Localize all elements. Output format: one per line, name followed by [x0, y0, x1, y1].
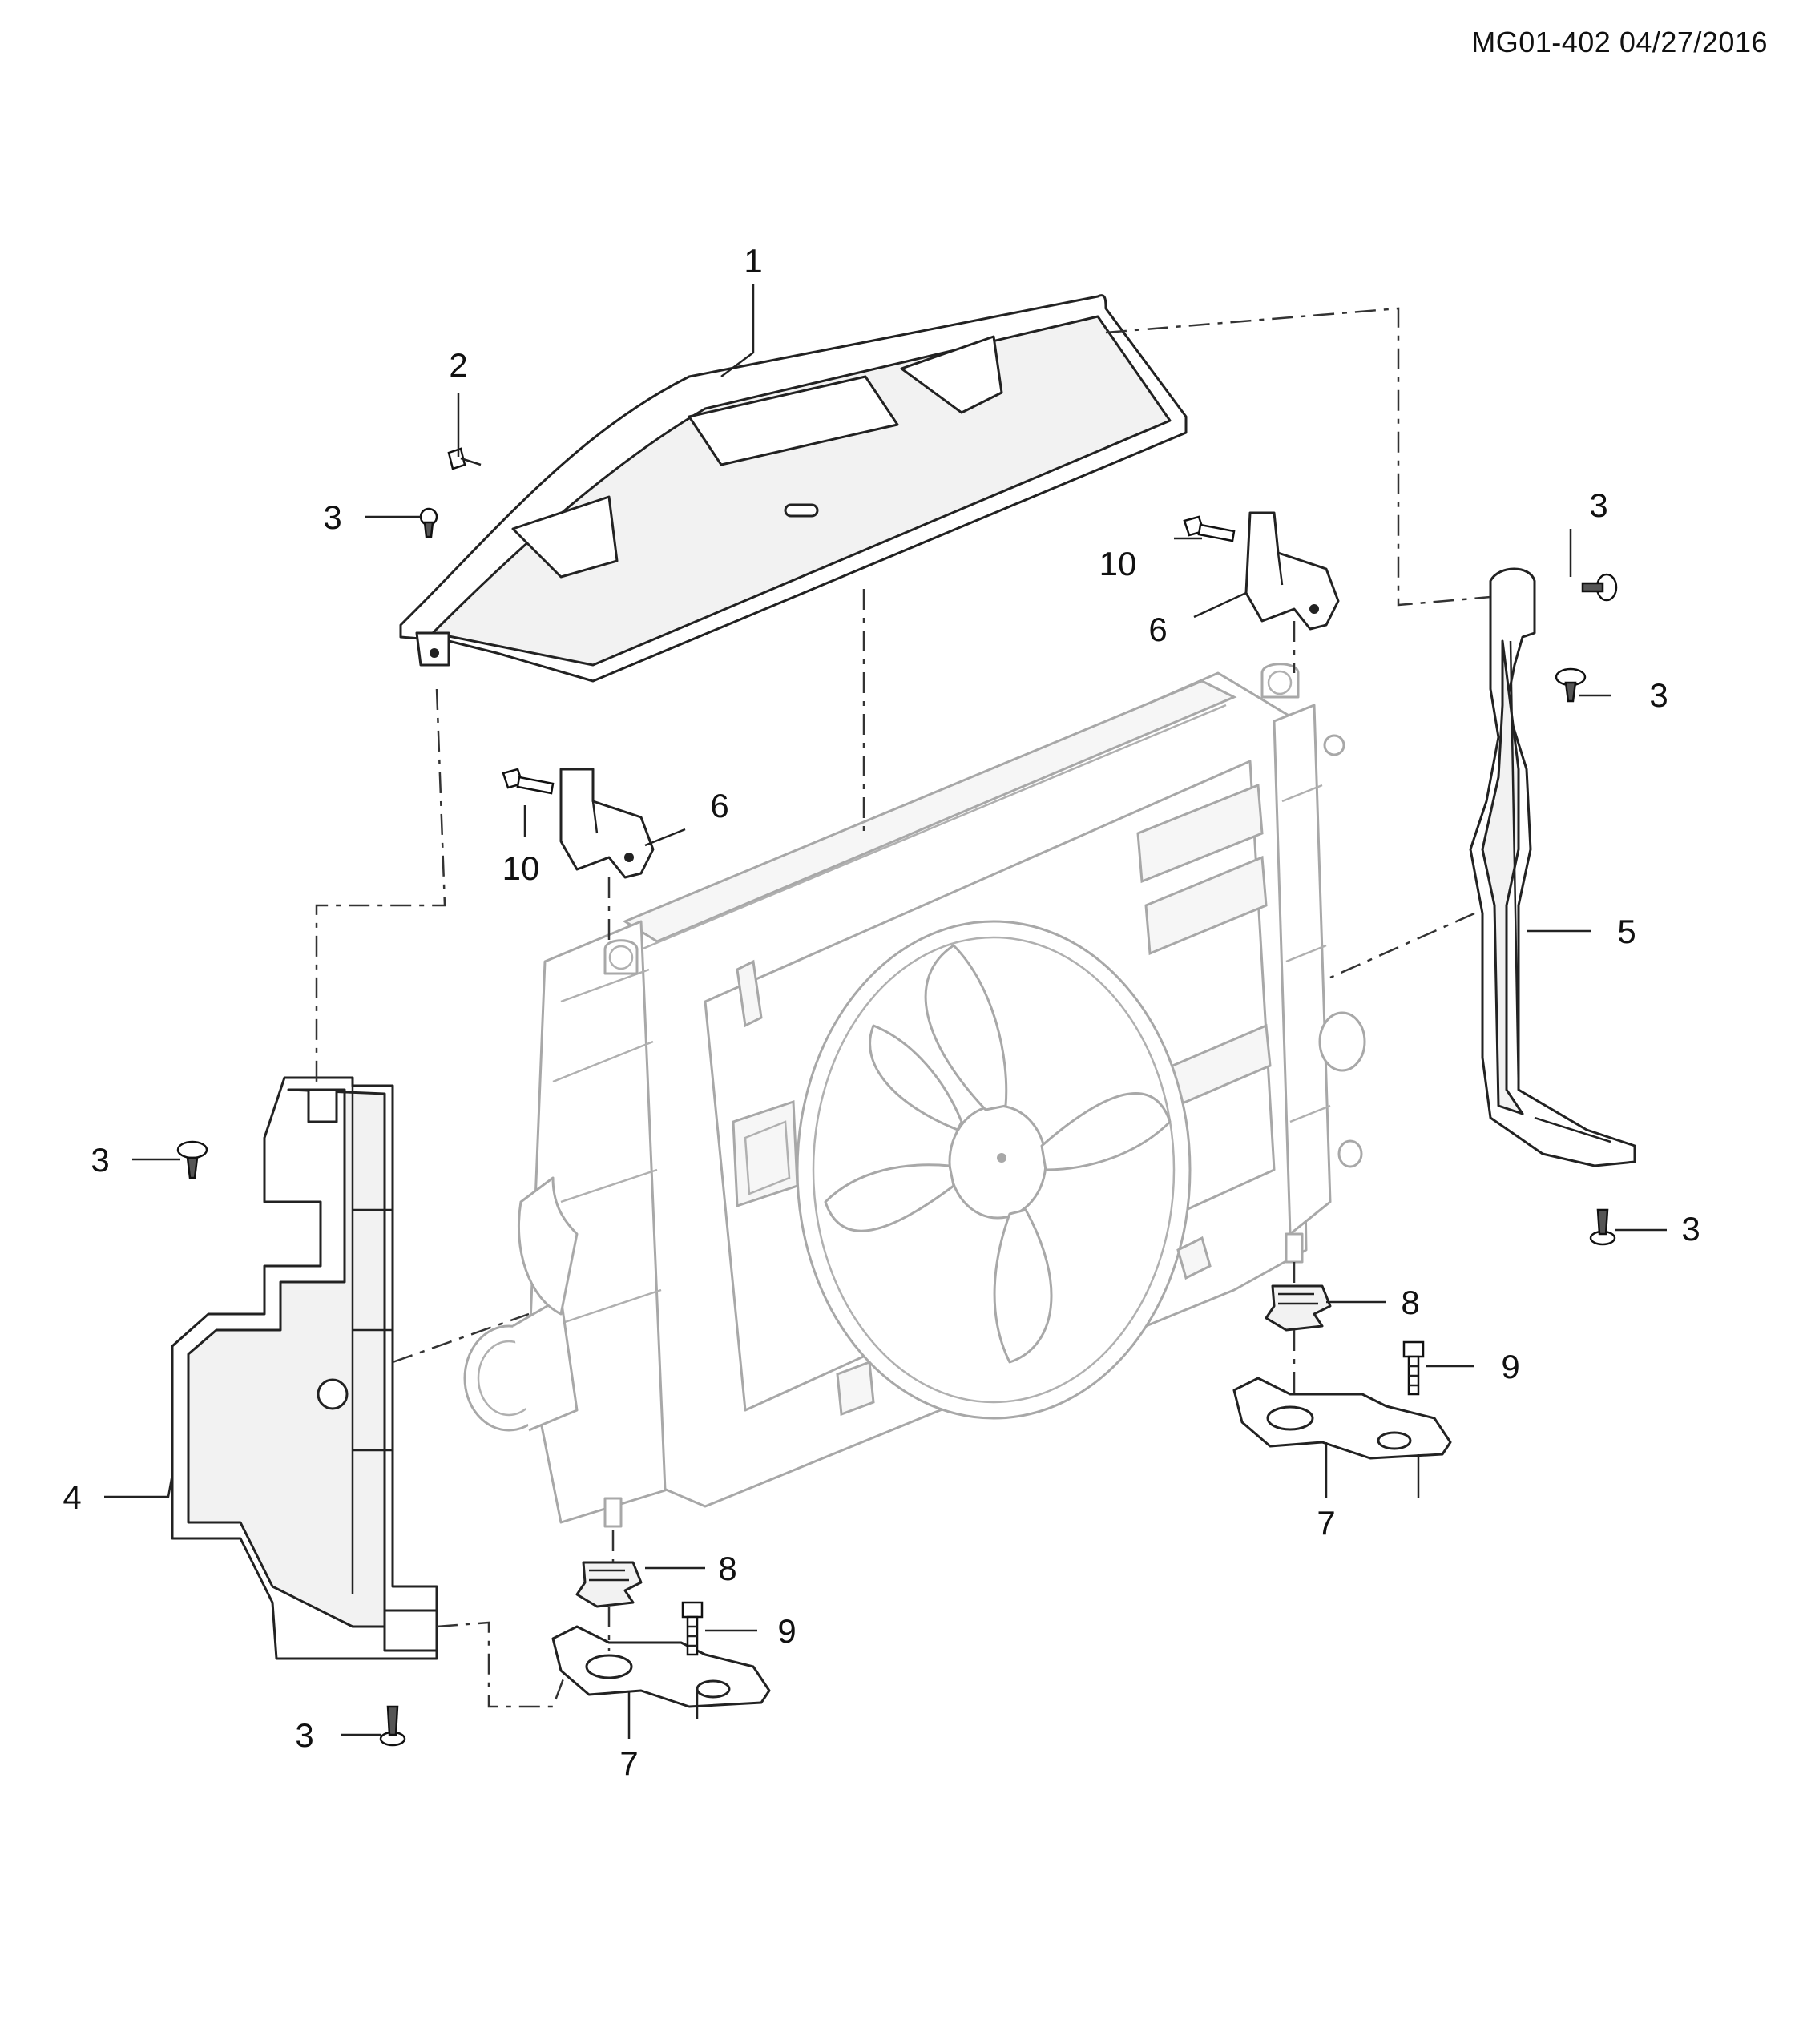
right-air-deflector	[1469, 567, 1636, 1167]
callout-3-left-bottom: 3	[295, 1716, 313, 1754]
callout-7-right: 7	[1317, 1504, 1335, 1542]
radiator-fan-assembly	[463, 663, 1366, 1528]
callout-8-left: 8	[718, 1550, 736, 1587]
callout-10-left: 10	[502, 849, 540, 887]
lower-bracket-bolt-right	[1402, 1340, 1425, 1396]
callout-1: 1	[744, 242, 762, 280]
callout-9-left: 9	[777, 1612, 796, 1650]
callout-6-right: 6	[1148, 611, 1167, 648]
lower-mount-bracket-left	[551, 1625, 771, 1708]
callout-5: 5	[1617, 913, 1636, 950]
push-pin-retainer-left-bottom	[379, 1705, 406, 1747]
push-pin-retainer-right-middle	[1555, 667, 1587, 703]
callout-3-right-top: 3	[1589, 486, 1607, 524]
callout-2: 2	[449, 346, 467, 384]
callout-4: 4	[63, 1478, 81, 1516]
callout-3-left-side: 3	[91, 1141, 109, 1179]
callout-10-right: 10	[1099, 545, 1137, 583]
lower-bracket-bolt-left	[681, 1601, 704, 1656]
push-pin-retainer-right-top	[1581, 573, 1618, 602]
upper-air-baffle	[399, 294, 1188, 683]
lower-insulator-right	[1265, 1284, 1332, 1332]
lower-mount-bracket-right	[1232, 1377, 1452, 1460]
callout-8-right: 8	[1401, 1284, 1419, 1321]
callout-leader-lines	[104, 284, 1667, 1739]
lower-insulator-left	[575, 1561, 643, 1608]
assembly-lines	[315, 307, 1491, 1708]
upper-mount-bracket-left	[559, 768, 655, 879]
upper-mount-bracket-right	[1244, 511, 1340, 631]
baffle-screw	[447, 447, 482, 470]
upper-bracket-bolt-right	[1183, 515, 1236, 542]
diagram-reference-code: MG01-402 04/27/2016	[1471, 26, 1768, 58]
push-pin-retainer-upper-left	[419, 507, 438, 538]
callout-3-baffle: 3	[323, 498, 341, 536]
callout-3-right-bottom: 3	[1681, 1210, 1700, 1248]
callout-3-right-middle: 3	[1649, 676, 1668, 714]
push-pin-retainer-right-bottom	[1589, 1208, 1616, 1246]
push-pin-retainer-left-side	[176, 1140, 208, 1179]
left-air-deflector	[171, 1076, 438, 1660]
callout-7-left: 7	[619, 1744, 638, 1782]
callout-9-right: 9	[1501, 1348, 1519, 1385]
callout-6-left: 6	[710, 787, 728, 824]
upper-bracket-bolt-left	[502, 768, 555, 795]
